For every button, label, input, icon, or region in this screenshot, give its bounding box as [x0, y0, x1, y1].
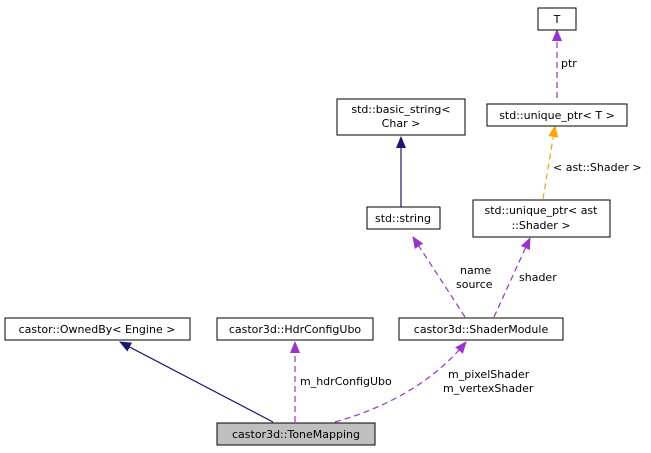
node-hdr-config-ubo-label: castor3d::HdrConfigUbo: [229, 323, 362, 336]
node-shader-module[interactable]: castor3d::ShaderModule: [398, 317, 564, 341]
edge-label-ast-shader: < ast::Shader >: [553, 161, 642, 174]
edge-label-hdr-config: m_hdrConfigUbo: [300, 375, 392, 388]
node-unique-ptr-shader-label-1: std::unique_ptr< ast: [485, 204, 599, 217]
node-unique-ptr-t-label: std::unique_ptr< T >: [499, 109, 615, 122]
edge-label-source: source: [456, 278, 493, 291]
node-owned-by-label: castor::OwnedBy< Engine >: [19, 323, 176, 336]
node-unique-ptr-t[interactable]: std::unique_ptr< T >: [486, 103, 628, 127]
node-basic-string[interactable]: std::basic_string< Char >: [336, 98, 466, 136]
node-owned-by[interactable]: castor::OwnedBy< Engine >: [4, 317, 191, 341]
edge-shaders: [334, 341, 467, 423]
node-hdr-config-ubo[interactable]: castor3d::HdrConfigUbo: [216, 317, 374, 341]
node-t-label: T: [553, 13, 561, 26]
edge-label-name: name: [460, 264, 491, 277]
node-unique-ptr-shader-label-2: ::Shader >: [511, 219, 570, 232]
edge-ast-shader: [542, 125, 559, 200]
node-basic-string-label-1: std::basic_string<: [351, 103, 450, 116]
node-unique-ptr-shader[interactable]: std::unique_ptr< ast ::Shader >: [472, 199, 611, 238]
node-tone-mapping-label: castor3d::ToneMapping: [232, 428, 360, 441]
node-basic-string-label-2: Char >: [382, 117, 421, 130]
node-t[interactable]: T: [537, 7, 577, 31]
edge-label-pixel-shader: m_pixelShader: [448, 368, 530, 381]
edge-label-ptr: ptr: [561, 57, 577, 70]
node-shader-module-label: castor3d::ShaderModule: [414, 323, 549, 336]
node-string[interactable]: std::string: [366, 206, 441, 230]
edge-label-vertex-shader: m_vertexShader: [443, 382, 534, 395]
edge-ownedby-inheritance: [119, 341, 274, 423]
node-tone-mapping[interactable]: castor3d::ToneMapping: [216, 422, 376, 446]
edge-name-source: [412, 236, 466, 318]
edge-label-shader: shader: [519, 271, 557, 284]
edge-shader: [493, 237, 531, 318]
node-string-label: std::string: [375, 212, 431, 225]
